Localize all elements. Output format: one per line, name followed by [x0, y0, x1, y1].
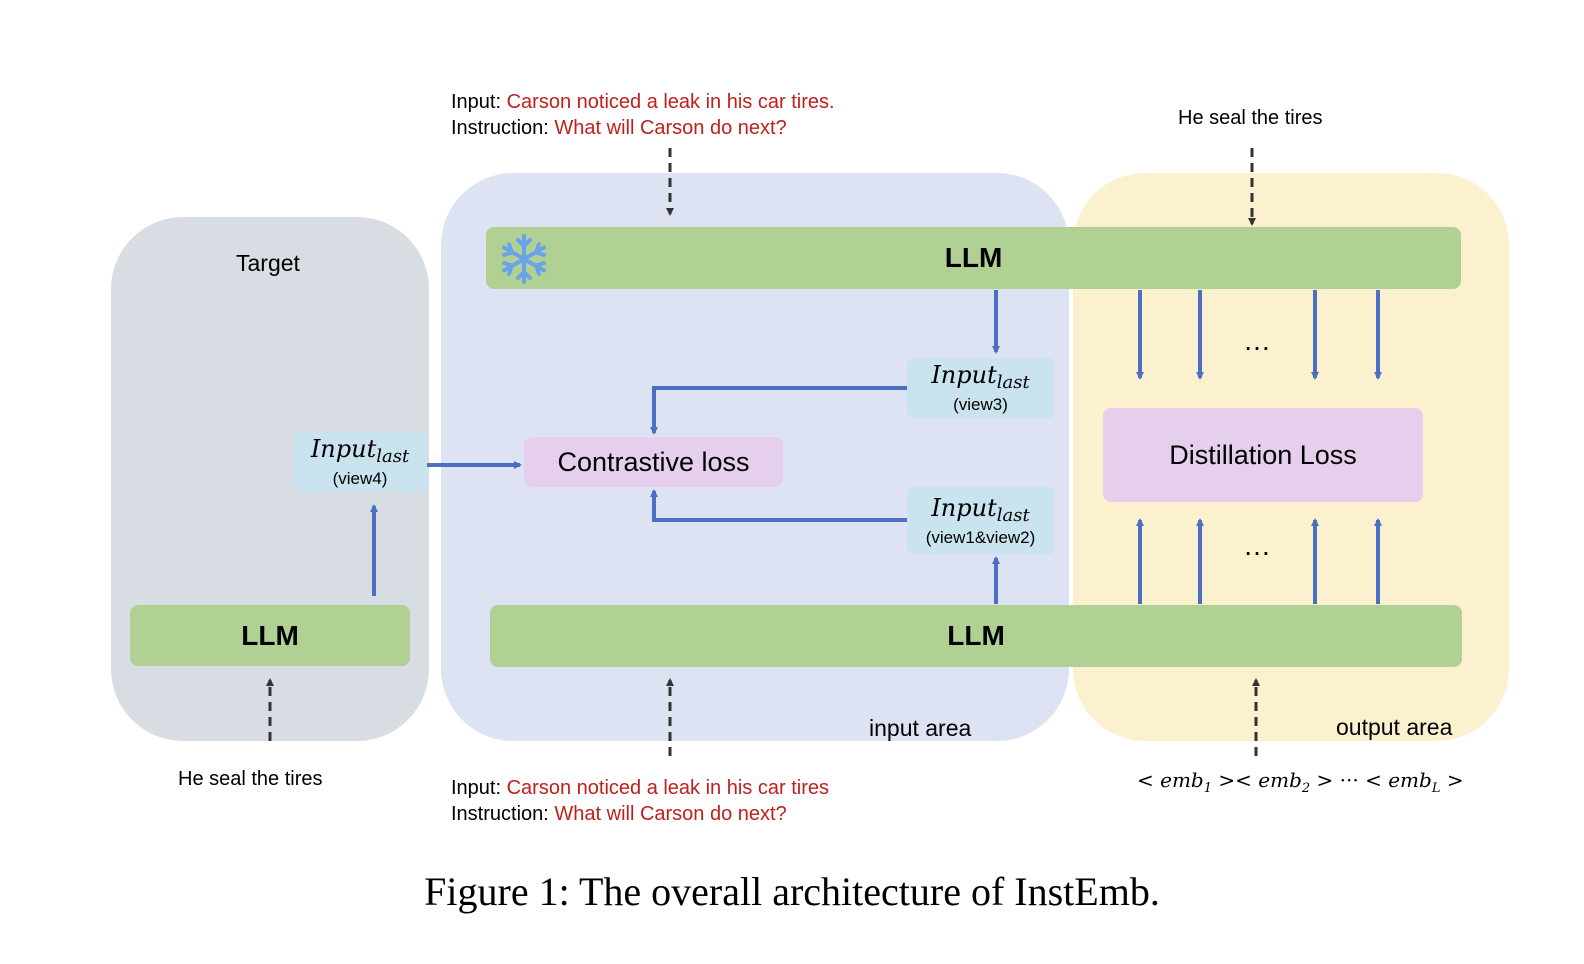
- token-view1-view2: Inputlast (view1&view2): [907, 487, 1054, 554]
- emb-sequence: < emb1 >< emb2 > ··· < embL >: [1137, 768, 1464, 796]
- target-title: Target: [236, 250, 300, 276]
- target-input-text: He seal the tires: [178, 768, 323, 790]
- output-top-text: He seal the tires: [1178, 107, 1323, 129]
- frozen-llm-top: LLM: [486, 227, 1461, 289]
- llm-top-label: LLM: [944, 242, 1003, 273]
- ellipsis-top: …: [1243, 325, 1271, 356]
- target-llm-block: LLM: [130, 605, 410, 666]
- bottom-instruction-line: Instruction: What will Carson do next?: [451, 803, 787, 825]
- token-view3: Inputlast (view3): [907, 358, 1054, 418]
- target-llm-label: LLM: [241, 619, 299, 651]
- contrastive-loss-box: Contrastive loss: [524, 437, 783, 487]
- contrastive-loss-label: Contrastive loss: [557, 446, 750, 477]
- distillation-loss-box: Distillation Loss: [1103, 408, 1423, 502]
- llm-bottom-label: LLM: [947, 620, 1005, 651]
- snowflake-icon: [498, 233, 550, 285]
- output-area-label: output area: [1336, 714, 1453, 740]
- arrow-view3-to-contrastive: [650, 386, 907, 435]
- input-area-label: input area: [869, 715, 972, 741]
- target-token-view4: Inputlast (view4): [293, 432, 427, 492]
- ellipsis-bottom: …: [1243, 530, 1271, 561]
- figure-caption: Figure 1: The overall architecture of In…: [424, 869, 1160, 914]
- token-view-label: (view1&view2): [925, 527, 1036, 547]
- llm-bottom: LLM: [490, 605, 1462, 667]
- top-instruction-line: Instruction: What will Carson do next?: [451, 117, 787, 139]
- arrow-view12-to-contrastive: [650, 489, 907, 522]
- bottom-input-line: Input: Carson noticed a leak in his car …: [451, 777, 829, 799]
- token-view-label: (view3): [953, 395, 1008, 414]
- token-view-label: (view4): [332, 469, 388, 488]
- token-math: Inputlast: [931, 361, 1030, 393]
- top-input-line: Input: Carson noticed a leak in his car …: [451, 91, 835, 113]
- distillation-loss-label: Distillation Loss: [1169, 439, 1357, 470]
- token-math: Inputlast: [931, 493, 1030, 526]
- token-math: Inputlast: [310, 435, 410, 467]
